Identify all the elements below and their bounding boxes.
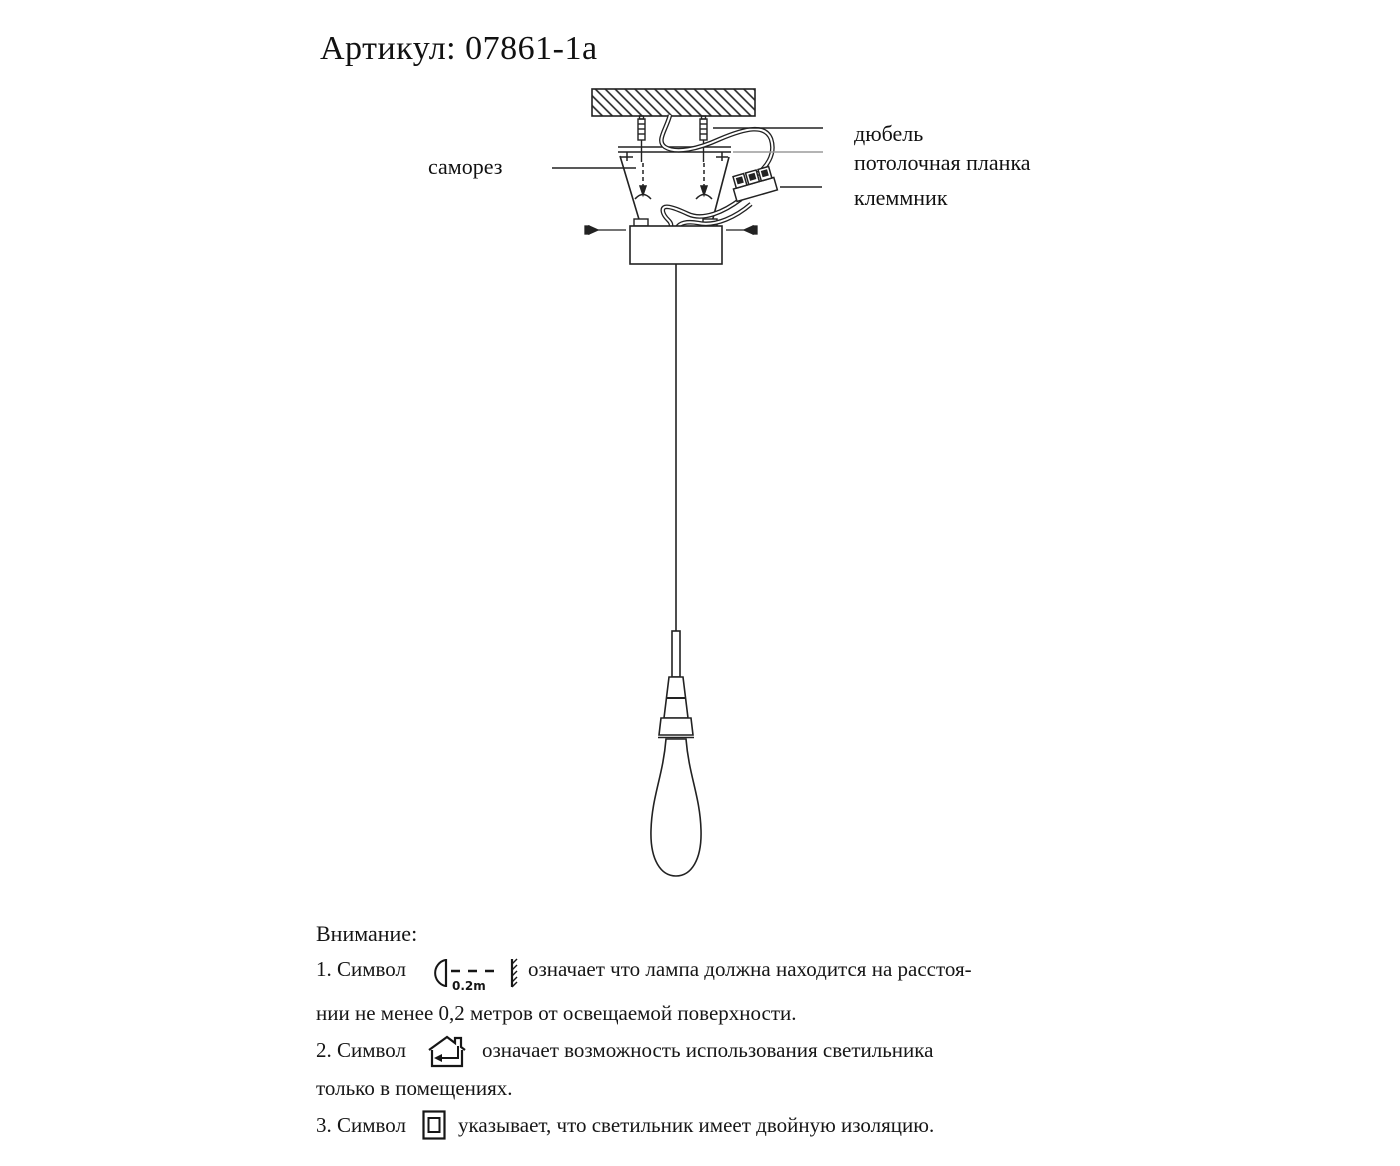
label-screw: саморез bbox=[428, 154, 503, 179]
page-title: Артикул: 07861-1a bbox=[320, 30, 598, 67]
terminal-block-icon bbox=[732, 165, 779, 203]
label-dowel: дюбель bbox=[854, 121, 924, 146]
note-3-line-1: 3. Символ указывает, что светильник имее… bbox=[316, 1110, 935, 1140]
note-3-prefix: 3. Символ bbox=[316, 1113, 407, 1137]
indoor-use-icon bbox=[428, 1035, 466, 1068]
note-1-prefix: 1. Символ bbox=[316, 957, 407, 981]
lamp-collar bbox=[658, 717, 694, 736]
note-2-text: означает возможность использования свети… bbox=[482, 1038, 934, 1062]
double-insulation-icon bbox=[422, 1110, 446, 1140]
canopy-foot-left bbox=[633, 218, 649, 227]
ceiling-hatch bbox=[591, 88, 756, 117]
lamp-assembly-diagram bbox=[552, 88, 823, 877]
note-3-text: указывает, что светильник имеет двойную … bbox=[458, 1113, 935, 1137]
canopy-box bbox=[629, 225, 723, 265]
dowel-left-icon bbox=[637, 115, 646, 162]
note-2-prefix: 2. Символ bbox=[316, 1038, 407, 1062]
cord-grip bbox=[671, 630, 681, 678]
dowel-right-icon bbox=[699, 115, 708, 162]
box-screw-right-icon bbox=[726, 224, 758, 236]
note-1-text: означает что лампа должна находится на р… bbox=[528, 957, 972, 981]
pendant-lamp bbox=[650, 630, 702, 877]
distance-value-label: 0.2m bbox=[452, 979, 486, 993]
label-terminal-block: клеммник bbox=[854, 185, 948, 210]
note-1-line-1: 1. Символ 0.2m означает что лампа должна… bbox=[316, 956, 972, 994]
lamp-teardrop-body bbox=[650, 738, 702, 877]
note-2-line-1: 2. Символ означает возможность использов… bbox=[316, 1035, 934, 1069]
note-2-line-2: только в помещениях. bbox=[316, 1076, 513, 1100]
notes-heading: Внимание: bbox=[316, 921, 418, 946]
screw-left-icon bbox=[634, 163, 652, 200]
screw-right-icon bbox=[695, 163, 713, 200]
note-1-line-2: нии не менее 0,2 метров от освещаемой по… bbox=[316, 1001, 797, 1025]
box-screw-left-icon bbox=[584, 224, 626, 236]
label-ceiling-plate: потолочная планка bbox=[854, 150, 1031, 175]
min-distance-symbol-icon: 0.2m bbox=[434, 958, 518, 993]
